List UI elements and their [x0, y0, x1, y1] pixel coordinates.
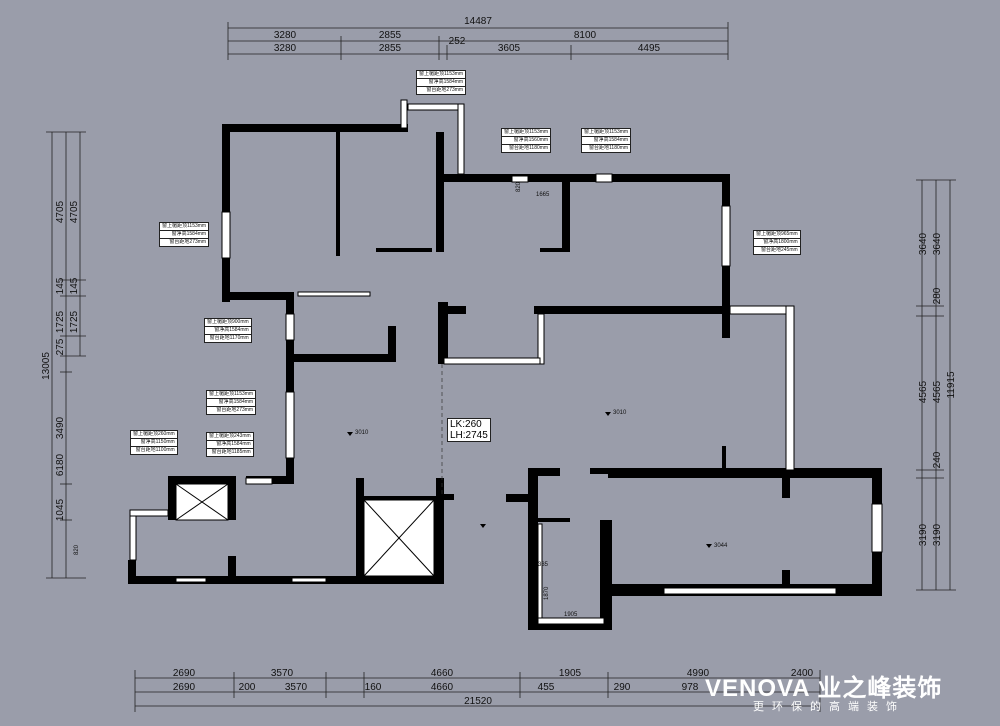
left-dim: 4705 [69, 200, 80, 223]
lk-value: LK:260 [450, 419, 482, 430]
top-dim: 3280 [274, 43, 297, 54]
left-dim: 820 [74, 544, 80, 555]
left-dim: 1725 [55, 310, 66, 333]
bottom-dim: 2400 [791, 668, 814, 679]
right-dim: 240 [932, 451, 943, 468]
top-dim: 252 [449, 36, 466, 47]
left-dimension-lines [46, 131, 86, 579]
level-mark: 3010 [613, 410, 627, 416]
bottom-dim: 160 [365, 682, 382, 693]
level-mark: 3010 [355, 430, 369, 436]
level-mark: 3044 [714, 543, 728, 549]
right-dim: 3190 [932, 523, 943, 546]
top-dim: 2855 [379, 30, 402, 41]
shaft-center [363, 499, 435, 577]
top-dim: 3605 [498, 43, 521, 54]
bottom-total-dim: 21520 [464, 696, 492, 707]
inner-dim: 820 [516, 181, 522, 192]
right-dim: 280 [932, 287, 943, 304]
lh-value: LH:2745 [450, 430, 488, 441]
level-markers [347, 412, 712, 548]
brand-slogan: 更环保的高端装饰 [753, 701, 905, 713]
inner-dim: 1665 [536, 192, 550, 198]
right-dim: 3190 [918, 523, 929, 546]
left-dim: 6180 [55, 453, 66, 476]
lk-lh-box: LK:260 LH:2745 [447, 418, 491, 442]
right-dimension-lines [916, 179, 956, 591]
left-dim: 145 [69, 277, 80, 294]
shaft-left [175, 483, 229, 521]
bottom-dim: 4990 [687, 668, 710, 679]
bottom-dim: 2690 [173, 668, 196, 679]
right-dim: 4565 [918, 380, 929, 403]
windows [129, 99, 883, 625]
bottom-dim: 4660 [431, 668, 454, 679]
right-dim: 4565 [932, 380, 943, 403]
left-total-dim: 13005 [41, 352, 52, 380]
bottom-dim: 3570 [271, 668, 294, 679]
bottom-dimension-lines [134, 670, 821, 712]
bottom-dim: 455 [538, 682, 555, 693]
bottom-dim: 1905 [559, 668, 582, 679]
left-dim: 275 [55, 338, 66, 355]
left-dim: 4705 [55, 200, 66, 223]
top-dim: 2855 [379, 43, 402, 54]
inner-dim: 335 [538, 562, 549, 568]
brand-name: VENOVA 业之峰装饰 [705, 675, 943, 702]
bottom-dim: 3570 [285, 682, 308, 693]
right-dim: 3640 [918, 232, 929, 255]
left-dim: 1045 [55, 498, 66, 521]
inner-dim: 1905 [564, 612, 578, 618]
top-dim: 8100 [574, 30, 597, 41]
right-total-dim: 11915 [946, 371, 957, 399]
right-dim: 3640 [932, 232, 943, 255]
bottom-dim: 978 [682, 682, 699, 693]
bottom-dim: 4660 [431, 682, 454, 693]
inner-dim: 1870 [544, 586, 550, 600]
top-dimension-lines [227, 22, 729, 60]
brand-logo: VENOVA 业之峰装饰 更环保的高端装饰 [705, 668, 943, 713]
walls [128, 124, 882, 630]
left-dim: 145 [55, 277, 66, 294]
bottom-dim: 2690 [173, 682, 196, 693]
top-dim: 4495 [638, 43, 661, 54]
top-total-dim: 14487 [464, 16, 492, 27]
bottom-dim: 200 [239, 682, 256, 693]
bottom-dim: 290 [614, 682, 631, 693]
left-dim: 1725 [69, 310, 80, 333]
top-dim: 3280 [274, 30, 297, 41]
left-dim: 3490 [55, 416, 66, 439]
